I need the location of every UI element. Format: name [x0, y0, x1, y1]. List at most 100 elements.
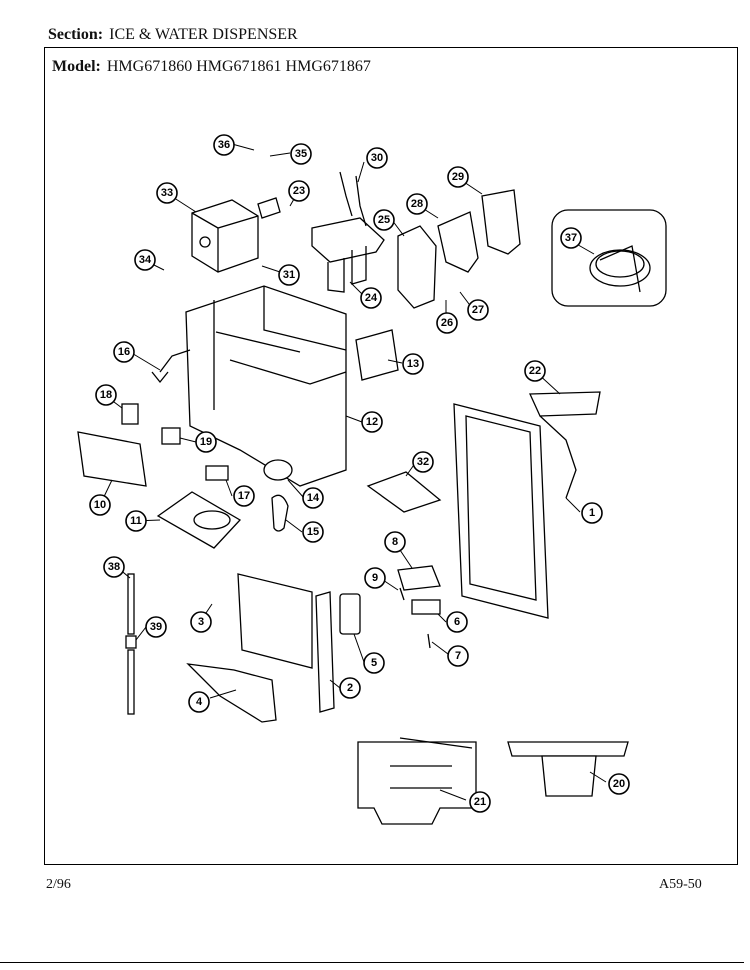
- svg-text:7: 7: [455, 650, 461, 662]
- part-10-panel: [77, 431, 147, 487]
- svg-text:36: 36: [218, 139, 230, 151]
- model-heading: Model: HMG671860 HMG671861 HMG671867: [52, 58, 371, 76]
- callout-9: 9: [364, 567, 386, 589]
- callout-14: 14: [302, 487, 324, 509]
- callout-37: 37: [560, 227, 582, 249]
- callout-1: 1: [581, 502, 603, 524]
- svg-text:3: 3: [198, 616, 204, 628]
- svg-text:13: 13: [407, 358, 419, 370]
- section-value: ICE & WATER DISPENSER: [109, 26, 298, 43]
- svg-text:12: 12: [366, 416, 378, 428]
- part-24-lever-assembly: [311, 217, 385, 293]
- part-29-cover: [481, 189, 521, 255]
- svg-text:35: 35: [295, 148, 307, 160]
- part-14-lamp-socket: [263, 459, 293, 481]
- part-33-solenoid: [191, 197, 281, 273]
- diagram-frame: [44, 47, 738, 865]
- part-22-ice-chute: [529, 391, 601, 499]
- callout-24: 24: [360, 287, 382, 309]
- callout-6: 6: [446, 611, 468, 633]
- svg-text:39: 39: [150, 621, 162, 633]
- callout-3: 3: [190, 611, 212, 633]
- model-label: Model:: [52, 58, 101, 75]
- callout-8: 8: [384, 531, 406, 553]
- callout-4: 4: [188, 691, 210, 713]
- svg-text:31: 31: [283, 269, 295, 281]
- callout-10: 10: [89, 494, 111, 516]
- svg-text:19: 19: [200, 436, 212, 448]
- part-1-dispenser-housing: [453, 403, 549, 619]
- svg-text:10: 10: [94, 499, 106, 511]
- part-30-wire: [339, 171, 367, 227]
- callout-11: 11: [125, 510, 147, 532]
- svg-text:8: 8: [392, 536, 398, 548]
- callout-31: 31: [278, 264, 300, 286]
- svg-text:28: 28: [411, 198, 423, 210]
- callout-23: 23: [288, 180, 310, 202]
- callout-13: 13: [402, 353, 424, 375]
- part-6-switch: [411, 599, 441, 615]
- callout-16: 16: [113, 341, 135, 363]
- svg-text:24: 24: [365, 292, 378, 304]
- part-25-housing: [397, 225, 437, 309]
- part-7-screw: [427, 633, 431, 649]
- part-19-switch: [161, 427, 181, 445]
- svg-text:16: 16: [118, 346, 130, 358]
- callout-5: 5: [363, 652, 385, 674]
- callout-19: 19: [195, 431, 217, 453]
- part-2-strip: [315, 591, 335, 713]
- model-value: HMG671860 HMG671861 HMG671867: [106, 58, 371, 75]
- part-15-bulb: [271, 494, 289, 532]
- svg-text:23: 23: [293, 185, 305, 197]
- part-12-ice-crusher-housing: [185, 285, 347, 487]
- footer-date: 2/96: [46, 877, 71, 892]
- callout-15: 15: [302, 521, 324, 543]
- svg-text:1: 1: [589, 507, 595, 519]
- callout-7: 7: [447, 645, 469, 667]
- part-37-inset: [551, 209, 667, 307]
- callout-36: 36: [213, 134, 235, 156]
- callout-2: 2: [339, 677, 361, 699]
- callout-32: 32: [412, 451, 434, 473]
- svg-text:9: 9: [372, 572, 378, 584]
- bottom-rule: [0, 962, 744, 963]
- part-16-motor-lead: [151, 349, 191, 384]
- svg-text:37: 37: [565, 232, 577, 244]
- svg-text:38: 38: [108, 561, 120, 573]
- svg-text:11: 11: [130, 515, 142, 527]
- part-21-heater-assembly: [357, 737, 477, 825]
- part-39-coupler: [125, 635, 137, 649]
- svg-text:25: 25: [378, 214, 390, 226]
- svg-text:27: 27: [472, 304, 484, 316]
- part-5-paddle: [339, 593, 361, 635]
- svg-text:26: 26: [441, 317, 453, 329]
- svg-text:30: 30: [371, 152, 383, 164]
- callout-25: 25: [373, 209, 395, 231]
- callout-21: 21: [469, 791, 491, 813]
- callout-20: 20: [608, 773, 630, 795]
- part-9-screw: [399, 587, 405, 601]
- part-8-bracket: [397, 565, 441, 591]
- callout-12: 12: [361, 411, 383, 433]
- callout-18: 18: [95, 384, 117, 406]
- callout-22: 22: [524, 360, 546, 382]
- callout-29: 29: [447, 166, 469, 188]
- svg-text:22: 22: [529, 365, 541, 377]
- part-20-heater: [507, 741, 629, 797]
- svg-text:5: 5: [371, 657, 377, 669]
- callout-30: 30: [366, 147, 388, 169]
- callout-34: 34: [134, 249, 156, 271]
- callout-28: 28: [406, 193, 428, 215]
- part-13-control-board: [355, 329, 399, 381]
- svg-text:15: 15: [307, 526, 319, 538]
- svg-text:17: 17: [238, 490, 250, 502]
- callout-39: 39: [145, 616, 167, 638]
- callout-35: 35: [290, 143, 312, 165]
- svg-text:20: 20: [613, 778, 625, 790]
- callout-38: 38: [103, 556, 125, 578]
- svg-text:33: 33: [161, 187, 173, 199]
- part-11-drip-tray: [156, 491, 242, 549]
- callout-26: 26: [436, 312, 458, 334]
- part-38-tube: [127, 573, 135, 635]
- svg-text:18: 18: [100, 389, 112, 401]
